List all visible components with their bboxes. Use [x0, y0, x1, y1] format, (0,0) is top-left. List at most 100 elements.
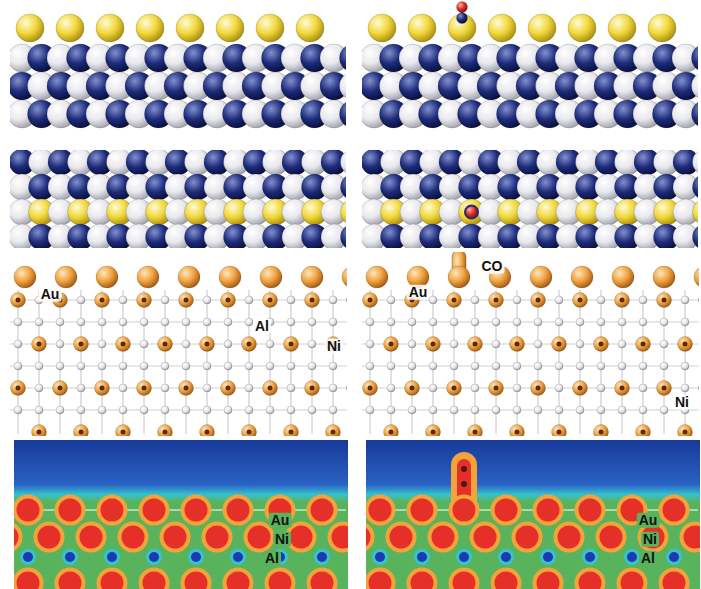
density-halo [596, 522, 627, 553]
ni-atom [158, 425, 173, 437]
density-core [459, 552, 469, 562]
ni-atom [489, 293, 504, 308]
ni-core [142, 298, 147, 303]
ni-atom [32, 425, 47, 437]
al-atom [387, 406, 395, 414]
density-halo [307, 568, 338, 589]
density-halo [491, 568, 522, 589]
density-halo [314, 549, 330, 565]
density-core [390, 526, 413, 549]
density-core [164, 526, 187, 549]
density-halo [76, 522, 107, 553]
al-atom [266, 362, 274, 370]
al-atom [161, 362, 169, 370]
al-atom [471, 384, 479, 392]
ni-core [368, 298, 373, 303]
ni-core [100, 298, 105, 303]
ni-atom [137, 293, 152, 308]
density-halo [181, 568, 212, 589]
ni-core [205, 342, 210, 347]
al-atom [203, 362, 211, 370]
charge-density-map [366, 440, 700, 589]
ni-core [536, 298, 541, 303]
density-halo [659, 495, 690, 526]
au-atom [256, 14, 284, 42]
density-core [332, 526, 349, 549]
al-atom [387, 384, 395, 392]
al-atom [408, 318, 416, 326]
density-core [579, 499, 602, 522]
al-atom [329, 318, 337, 326]
al-atom [224, 340, 232, 348]
al-atom [35, 318, 43, 326]
density-core [474, 526, 497, 549]
au-atom [530, 266, 552, 288]
element-label: Al [253, 319, 271, 334]
au-atom [219, 266, 241, 288]
density-core [411, 499, 434, 522]
al-atom [245, 318, 253, 326]
density-core [311, 572, 334, 589]
al-atom [513, 406, 521, 414]
al-atom [576, 318, 584, 326]
ni-atom [636, 425, 651, 437]
ni-atom [341, 174, 347, 200]
element-label: Au [637, 513, 660, 528]
element-label: Ni [641, 532, 659, 547]
al-atom [182, 406, 190, 414]
density-core [14, 526, 19, 549]
au-atom [612, 266, 634, 288]
ni-core [452, 386, 457, 391]
ni-atom [263, 381, 278, 396]
density-core [642, 526, 665, 549]
ni-atom [594, 337, 609, 352]
density-halo [97, 495, 128, 526]
density-halo [328, 522, 349, 553]
au-atom [568, 14, 596, 42]
ni-atom [74, 337, 89, 352]
al-atom [245, 406, 253, 414]
al-atom [14, 318, 22, 326]
density-core [585, 552, 595, 562]
density-core [627, 552, 637, 562]
al-atom [387, 318, 395, 326]
al-atom [329, 406, 337, 414]
al-atom [77, 362, 85, 370]
al-atom [597, 384, 605, 392]
al-atom [329, 296, 337, 304]
au-adlayer [16, 14, 324, 42]
al-atom [35, 406, 43, 414]
ni-core [247, 430, 252, 435]
density-core [107, 552, 117, 562]
au-atom [260, 266, 282, 288]
density-core [537, 499, 560, 522]
ni-core [599, 430, 604, 435]
al-atom [182, 340, 190, 348]
au-adlayer [368, 14, 676, 42]
ni-core [599, 342, 604, 347]
al-atom [408, 362, 416, 370]
ni-atom [341, 224, 347, 248]
al-atom [35, 384, 43, 392]
element-label: CO [480, 259, 505, 274]
al-atom [98, 318, 106, 326]
density-core [149, 552, 159, 562]
ni-core [205, 430, 210, 435]
au-atom [694, 266, 699, 288]
ni-core [683, 430, 688, 435]
ni-core [37, 430, 42, 435]
al-atom [555, 362, 563, 370]
density-core [453, 572, 476, 589]
element-label: Au [407, 285, 430, 300]
au-atom [693, 199, 699, 225]
ni-atom [74, 425, 89, 437]
vacuum-region [366, 440, 700, 502]
al-atom [56, 362, 64, 370]
al-atom [681, 296, 689, 304]
density-core [248, 526, 271, 549]
al-atom [429, 384, 437, 392]
au-atom [96, 14, 124, 42]
ni-atom [573, 293, 588, 308]
ni-atom [326, 425, 341, 437]
vacuum-region [14, 440, 348, 502]
